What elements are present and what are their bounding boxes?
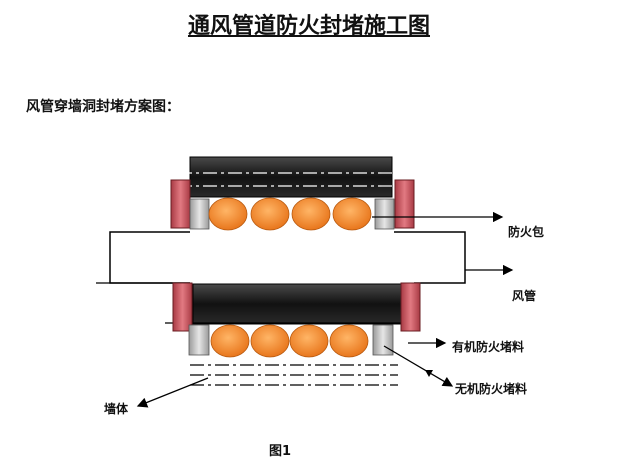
- fire-bag: [208, 197, 248, 231]
- label-inorganic-sealant: 无机防火堵料: [455, 382, 528, 396]
- lower-duct-assembly: [165, 282, 421, 386]
- lower-duct: [192, 283, 402, 325]
- wall-arrow: [136, 377, 209, 408]
- lower-left-inorganic-block: [188, 324, 210, 356]
- lower-left-flange: [172, 282, 193, 332]
- diagram-subtitle: 风管穿墙洞封堵方案图：: [26, 99, 180, 115]
- upper-duct-assembly: [170, 156, 415, 231]
- inorganic-sealant-arrow: [383, 345, 454, 387]
- upper-right-flange: [394, 179, 415, 229]
- fire-bag: [289, 324, 329, 358]
- fire-bag: [250, 197, 290, 231]
- lower-right-inorganic-block: [372, 324, 394, 356]
- page-title: 通风管道防火封堵施工图: [187, 14, 430, 39]
- upper-left-inorganic-block: [189, 198, 210, 230]
- fire-bag: [332, 197, 372, 231]
- fire-bag: [329, 324, 369, 358]
- upper-right-inorganic-block: [374, 198, 395, 230]
- upper-duct: [189, 156, 393, 198]
- label-fire-bag: 防火包: [508, 225, 545, 239]
- fire-bag: [291, 197, 331, 231]
- fire-bag: [210, 324, 250, 358]
- inorganic-sealant-pointer: [425, 370, 433, 377]
- label-organic-sealant: 有机防火堵料: [452, 340, 525, 354]
- wall-outline: [394, 231, 466, 284]
- label-wall: 墙体: [104, 402, 129, 416]
- lower-right-flange: [400, 282, 421, 332]
- upper-left-flange: [170, 179, 191, 229]
- wall-outline: [109, 231, 190, 284]
- label-duct: 风管: [512, 289, 537, 303]
- figure-caption: 图1: [268, 444, 292, 459]
- fire-bag: [250, 324, 290, 358]
